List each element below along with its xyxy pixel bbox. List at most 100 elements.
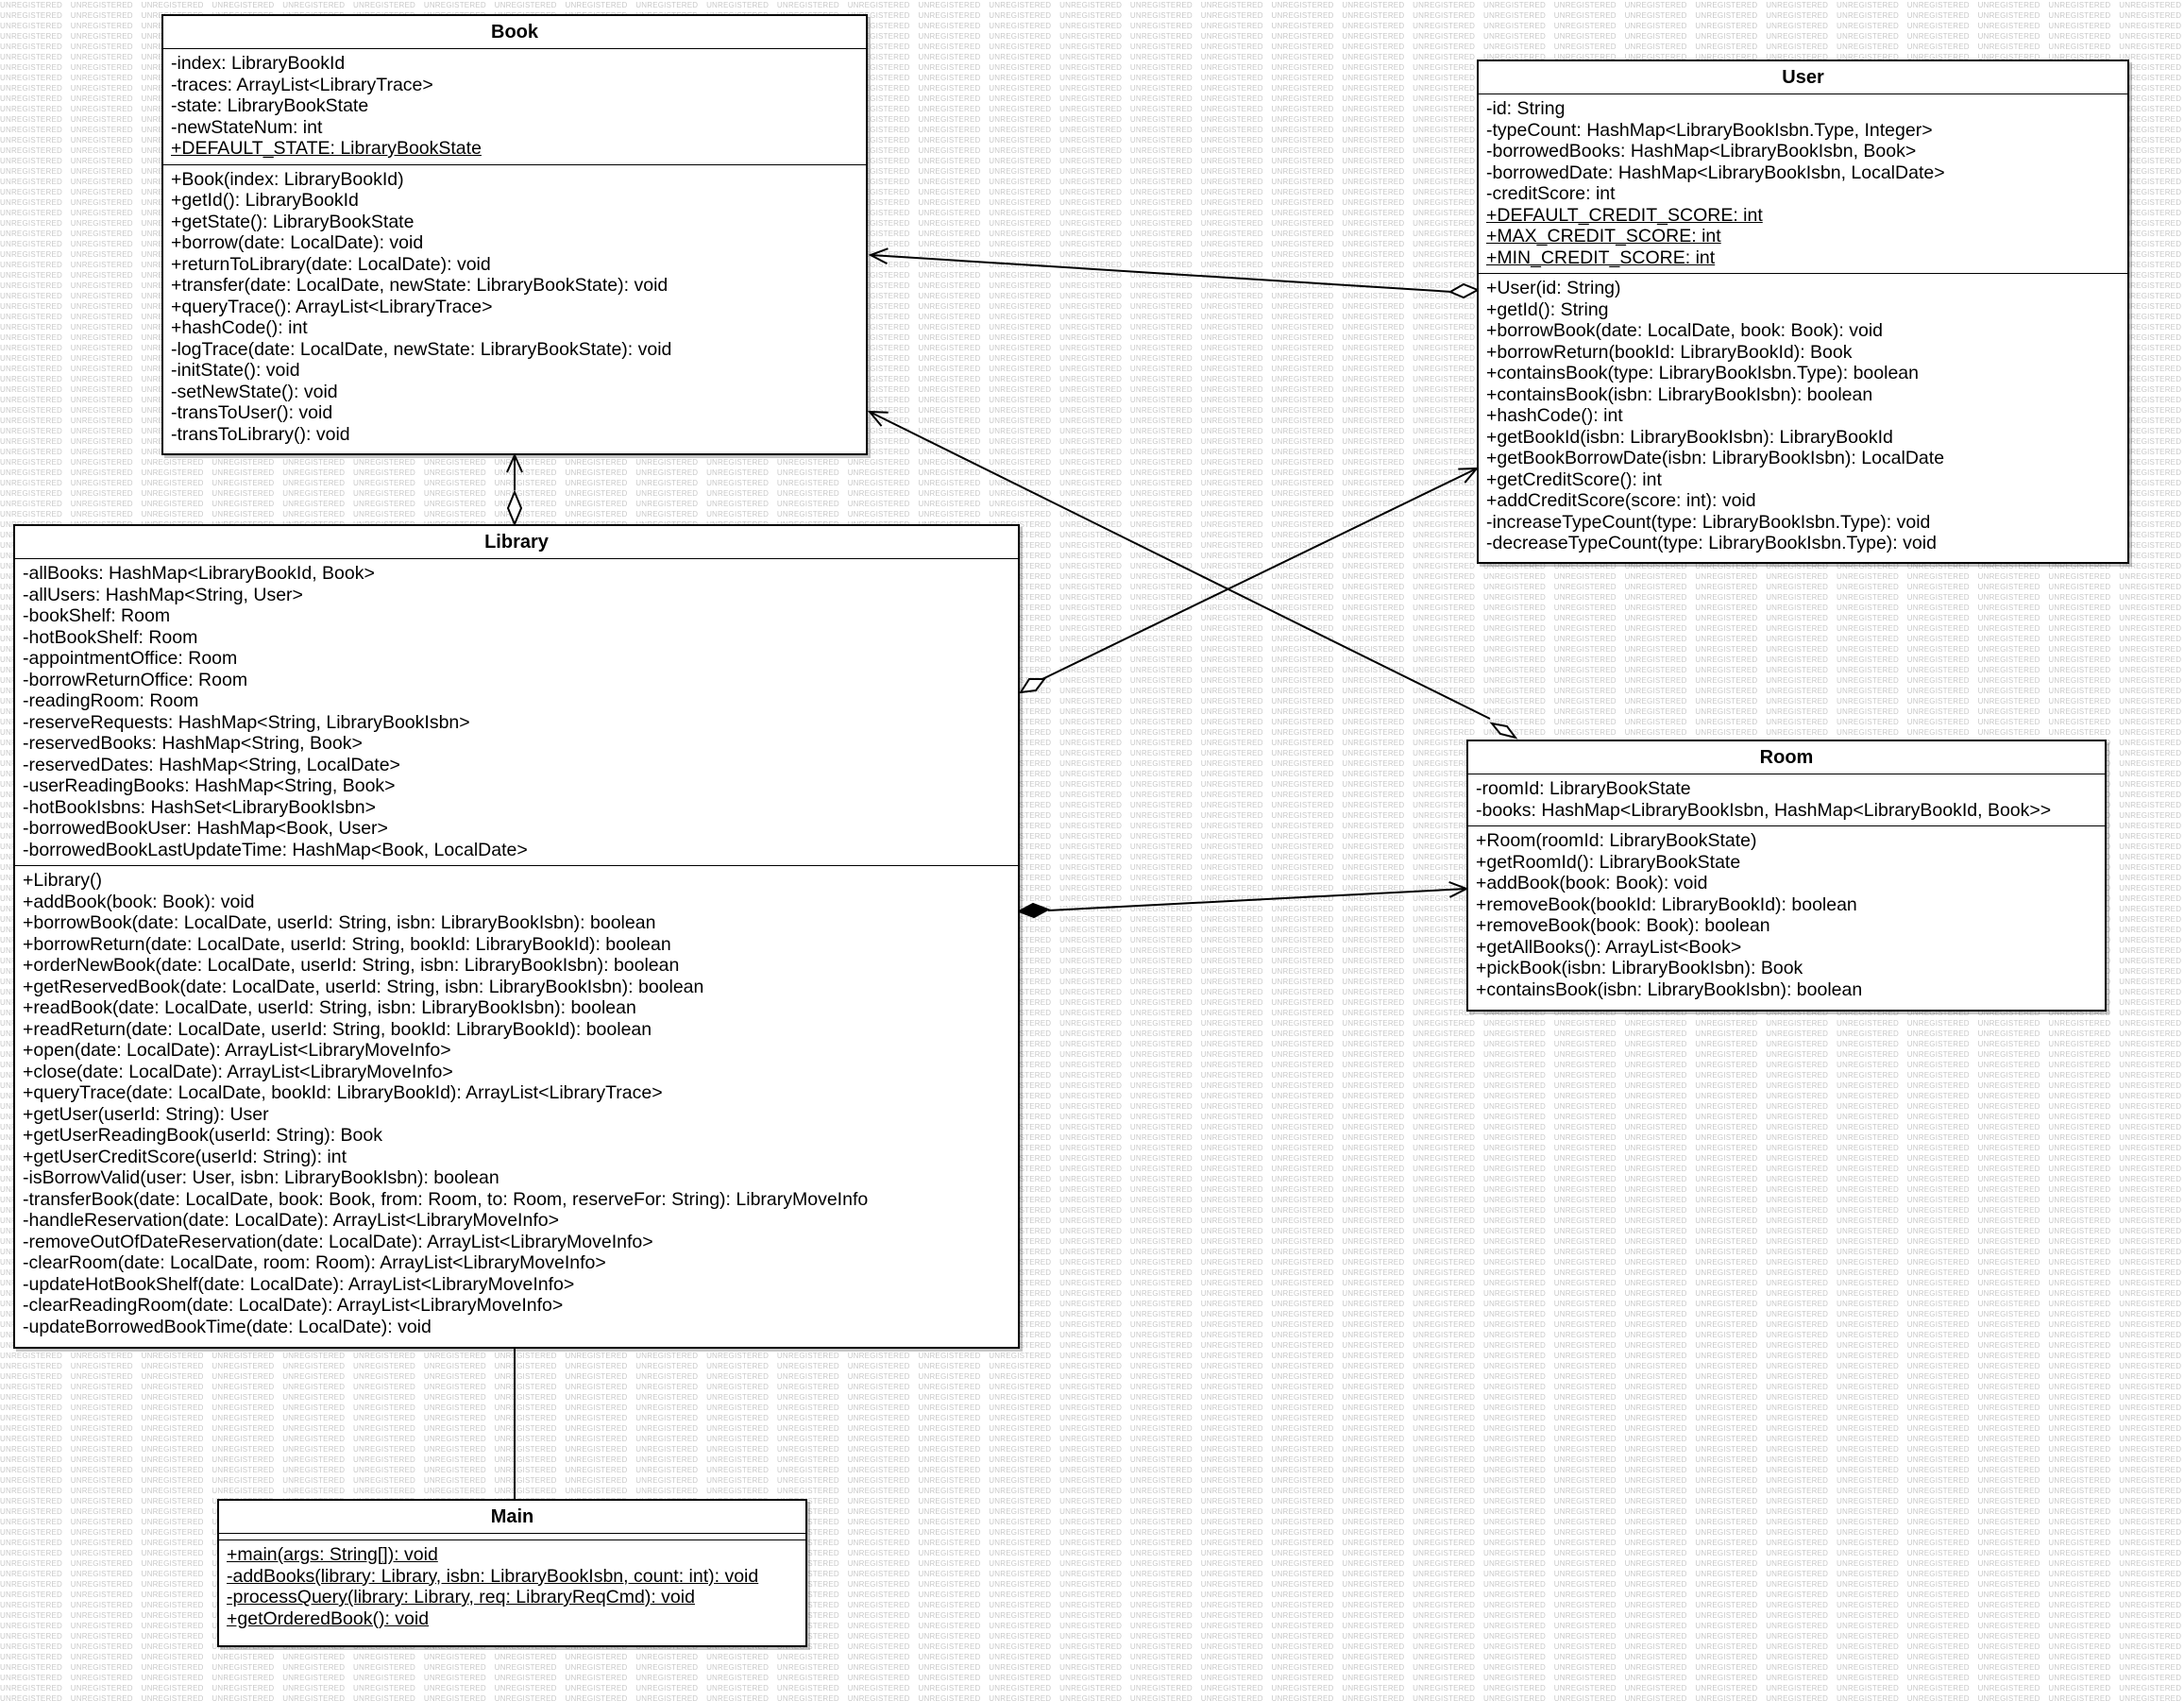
operation-row: -updateHotBookShelf(date: LocalDate): Ar…	[23, 1273, 575, 1295]
room-class-name: Room	[1468, 741, 2105, 774]
attribute-row: -reserveRequests: HashMap<String, Librar…	[23, 711, 470, 733]
room-book-line	[867, 410, 1491, 720]
operation-row: +getCreditScore(): int	[1486, 468, 1662, 490]
operation-row: -clearReadingRoom(date: LocalDate): Arra…	[23, 1295, 564, 1316]
operation-row: +main(args: String[]): void	[227, 1544, 438, 1565]
user-book-line	[868, 247, 1453, 293]
attribute-row: -index: LibraryBookId	[171, 53, 346, 74]
operation-row: +close(date: LocalDate): ArrayList<Libra…	[23, 1061, 453, 1082]
operation-row: +borrowReturn(date: LocalDate, userId: S…	[23, 933, 671, 955]
attribute-row: -creditScore: int	[1486, 183, 1616, 204]
attribute-row: -borrowedBookLastUpdateTime: HashMap<Boo…	[23, 839, 528, 860]
attribute-row: -hotBookShelf: Room	[23, 626, 198, 648]
user-class[interactable]: User -id: String-typeCount: HashMap<Libr…	[1477, 60, 2129, 564]
user-attributes: -id: String-typeCount: HashMap<LibraryBo…	[1479, 94, 2127, 273]
operation-row: +getBookId(isbn: LibraryBookIsbn): Libra…	[1486, 426, 1893, 448]
operation-row: -handleReservation(date: LocalDate): Arr…	[23, 1210, 559, 1231]
attribute-row: +MIN_CREDIT_SCORE: int	[1486, 247, 1716, 268]
operation-row: +hashCode(): int	[1486, 405, 1623, 426]
room-attributes: -roomId: LibraryBookState-books: HashMap…	[1468, 774, 2105, 825]
room-class[interactable]: Room -roomId: LibraryBookState-books: Ha…	[1466, 740, 2107, 1012]
operation-row: +transfer(date: LocalDate, newState: Lib…	[171, 275, 669, 296]
operation-row: +getReservedBook(date: LocalDate, userId…	[23, 976, 704, 997]
attribute-row: +DEFAULT_STATE: LibraryBookState	[171, 138, 482, 159]
operation-row: +addBook(book: Book): void	[23, 891, 255, 912]
user-class-name: User	[1479, 61, 2127, 94]
library-book-diamond	[506, 489, 523, 527]
library-user-diamond	[1019, 678, 1046, 694]
operation-row: +queryTrace(): ArrayList<LibraryTrace>	[171, 296, 493, 317]
operation-row: +Room(roomId: LibraryBookState)	[1476, 830, 1757, 851]
attribute-row: -borrowedBooks: HashMap<LibraryBookIsbn,…	[1486, 141, 1917, 162]
library-class-name: Library	[15, 526, 1018, 559]
attribute-row: -newStateNum: int	[171, 116, 323, 138]
operation-row: +Library()	[23, 870, 102, 891]
attribute-row: -state: LibraryBookState	[171, 95, 369, 116]
operation-row: +getUser(userId: String): User	[23, 1103, 269, 1125]
attribute-row: -reservedBooks: HashMap<String, Book>	[23, 733, 363, 754]
operation-row: +hashCode(): int	[171, 317, 308, 338]
operation-row: -transToUser(): void	[171, 402, 333, 423]
attribute-row: -borrowedDate: HashMap<LibraryBookIsbn, …	[1486, 162, 1945, 183]
operation-row: -removeOutOfDateReservation(date: LocalD…	[23, 1231, 653, 1252]
operation-row: +getUserCreditScore(userId: String): int	[23, 1146, 347, 1167]
operation-row: +getUserReadingBook(userId: String): Boo…	[23, 1125, 382, 1146]
operation-row: +containsBook(type: LibraryBookIsbn.Type…	[1486, 363, 1919, 383]
library-class[interactable]: Library -allBooks: HashMap<LibraryBookId…	[13, 524, 1020, 1349]
main-class-name: Main	[219, 1501, 805, 1534]
operation-row: +User(id: String)	[1486, 278, 1621, 298]
attribute-row: -borrowReturnOffice: Room	[23, 669, 248, 690]
attribute-row: -bookShelf: Room	[23, 605, 171, 626]
operation-row: +orderNewBook(date: LocalDate, userId: S…	[23, 955, 680, 976]
attribute-row: +DEFAULT_CREDIT_SCORE: int	[1486, 204, 1763, 226]
operation-row: +pickBook(isbn: LibraryBookIsbn): Book	[1476, 958, 1803, 978]
operation-row: -isBorrowValid(user: User, isbn: Library…	[23, 1167, 499, 1188]
operation-row: +readBook(date: LocalDate, userId: Strin…	[23, 997, 636, 1018]
operation-row: -transferBook(date: LocalDate, book: Boo…	[23, 1188, 869, 1210]
library-room-line	[1047, 881, 1469, 911]
operation-row: -increaseTypeCount(type: LibraryBookIsbn…	[1486, 511, 1931, 533]
operation-row: +removeBook(book: Book): boolean	[1476, 915, 1770, 936]
attribute-row: -traces: ArrayList<LibraryTrace>	[171, 74, 433, 95]
attribute-row: -borrowedBookUser: HashMap<Book, User>	[23, 818, 388, 839]
operation-row: +readReturn(date: LocalDate, userId: Str…	[23, 1018, 652, 1040]
attribute-row: +MAX_CREDIT_SCORE: int	[1486, 226, 1721, 247]
book-attributes: -index: LibraryBookId-traces: ArrayList<…	[163, 49, 866, 164]
operation-row: +removeBook(bookId: LibraryBookId): bool…	[1476, 893, 1857, 915]
library-operations: +Library()+addBook(book: Book): void+bor…	[15, 865, 1018, 1342]
book-class[interactable]: Book -index: LibraryBookId-traces: Array…	[161, 14, 868, 455]
attribute-row: -appointmentOffice: Room	[23, 648, 238, 669]
main-class[interactable]: Main +main(args: String[]): void-addBook…	[217, 1499, 807, 1647]
book-class-name: Book	[163, 16, 866, 49]
attribute-row: -readingRoom: Room	[23, 690, 199, 711]
operation-row: -clearRoom(date: LocalDate, room: Room):…	[23, 1252, 606, 1273]
operation-row: +getBookBorrowDate(isbn: LibraryBookIsbn…	[1486, 448, 1945, 468]
operation-row: +getState(): LibraryBookState	[171, 211, 415, 232]
room-book-diamond	[1489, 722, 1518, 740]
attribute-row: -books: HashMap<LibraryBookIsbn, HashMap…	[1476, 799, 2052, 821]
user-operations: +User(id: String)+getId(): String+borrow…	[1479, 273, 2127, 559]
library-attributes: -allBooks: HashMap<LibraryBookId, Book>-…	[15, 559, 1018, 865]
operation-row: +borrowReturn(bookId: LibraryBookId): Bo…	[1486, 341, 1853, 363]
user-book-diamond	[1448, 282, 1481, 299]
operation-row: +returnToLibrary(date: LocalDate): void	[171, 253, 491, 275]
room-operations: +Room(roomId: LibraryBookState)+getRoomI…	[1468, 825, 2105, 1005]
operation-row: +getOrderedBook(): void	[227, 1607, 430, 1629]
attribute-row: -typeCount: HashMap<LibraryBookIsbn.Type…	[1486, 119, 1933, 141]
operation-row: +addBook(book: Book): void	[1476, 873, 1708, 893]
operation-row: +getId(): LibraryBookId	[171, 190, 359, 211]
operation-row: +borrowBook(date: LocalDate, userId: Str…	[23, 912, 656, 933]
operation-row: +getRoomId(): LibraryBookState	[1476, 851, 1741, 873]
attribute-row: -reservedDates: HashMap<String, LocalDat…	[23, 754, 400, 775]
operation-row: -updateBorrowedBookTime(date: LocalDate)…	[23, 1316, 432, 1337]
library-user-line	[1041, 467, 1480, 680]
library-room-diamond	[1016, 902, 1051, 919]
operation-row: +containsBook(isbn: LibraryBookIsbn): bo…	[1486, 383, 1873, 405]
operation-row: -setNewState(): void	[171, 381, 338, 402]
operation-row: -logTrace(date: LocalDate, newState: Lib…	[171, 338, 672, 360]
operation-row: +open(date: LocalDate): ArrayList<Librar…	[23, 1040, 451, 1061]
main-operations: +main(args: String[]): void-addBooks(lib…	[219, 1539, 805, 1634]
operation-row: +borrow(date: LocalDate): void	[171, 232, 424, 253]
operation-row: +addCreditScore(score: int): void	[1486, 490, 1756, 511]
